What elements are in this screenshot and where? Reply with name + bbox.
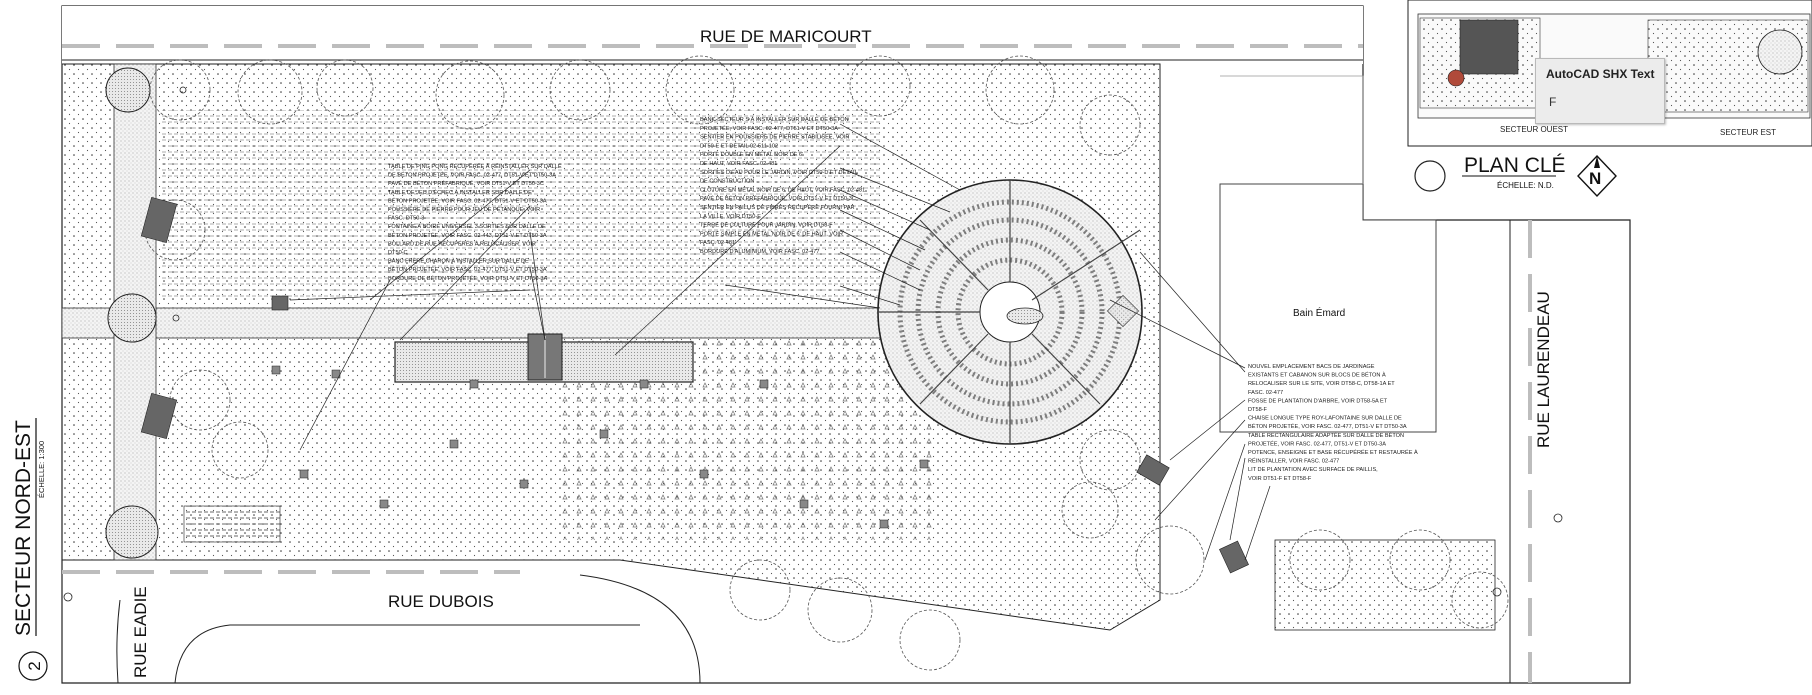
- annotation-line: BORDURE DE BÉTON PROJETÉE, VOIR DT51-V E…: [388, 275, 548, 282]
- annotation-line: PORTE SIMPLE EN MÉTAL NOIR DE 6' DE HAUT…: [700, 230, 843, 237]
- tooltip-value: F: [1549, 95, 1557, 109]
- annotation-line: SENTIER EN POUSSIÈRE DE PIERRE STABILISÉ…: [700, 134, 849, 141]
- annotation-line: NOUVEL EMPLACEMENT BACS DE JARDINAGE: [1248, 364, 1375, 370]
- annotation-line: DT50-C: [388, 250, 408, 256]
- annotation-line: BÉTON PROJETÉE, VOIR FASC. 02-477, DT51-…: [388, 197, 547, 204]
- annotation-line: LIT DE PLANTATION AVEC SURFACE DE PAILLI…: [1248, 467, 1378, 473]
- annotation-line: POUSSIÈRE DE PIERRE POUR JEU DE PÉTANQUE…: [388, 206, 540, 213]
- building-label: Bain Émard: [1293, 306, 1345, 319]
- annotation-line: FONTAINE À BOIRE UNIVERSEL 3 SORTIES SUR…: [388, 223, 546, 230]
- annotation-line: POTENCE, ENSEIGNE ET BASE RÉCUPÉRÉE ET R…: [1248, 449, 1418, 456]
- annotation-line: TABLE RECTANGULAIRE ADAPTÉE SUR DALLE DE…: [1248, 432, 1404, 439]
- annotation-line: CLÔTURE EN MÉTAL NOIR DE 6' DE HAUT, VOI…: [700, 186, 865, 193]
- annotation-line: FASC. DT50-3: [388, 216, 424, 222]
- annotation-line: CHAISE LONGUE TYPE ROY-LAFONTAINE SUR DA…: [1248, 416, 1402, 422]
- annotation-line: BÉTON PROJETÉE, VOIR FASC. 02-477, DT51-…: [1248, 423, 1407, 430]
- annotation-line: BANC SECTEUR S À INSTALLER SUR DALLE DE …: [700, 116, 849, 123]
- tooltip-title: AutoCAD SHX Text: [1546, 67, 1655, 81]
- north-arrow-letter: N: [1589, 169, 1601, 188]
- street-label-east: RUE LAURENDEAU: [1534, 291, 1553, 448]
- sector-title: SECTEUR NORD-EST: [12, 420, 35, 636]
- annotation-line: PROJETÉE, VOIR FASC. 02-477, DT51-V ET D…: [700, 125, 838, 132]
- street-label-south: RUE DUBOIS: [388, 592, 494, 611]
- annotation-line: FOSSE DE PLANTATION D'ARBRE, VOIR DT58-5…: [1248, 398, 1388, 404]
- annotations-right: NOUVEL EMPLACEMENT BACS DE JARDINAGE EXIS…: [1248, 364, 1418, 482]
- sector-number-circle: [18, 651, 48, 681]
- annotations-center: BANC SECTEUR S À INSTALLER SUR DALLE DE …: [700, 116, 865, 255]
- key-plan-title: PLAN CLÉ: [1464, 154, 1566, 177]
- annotation-line: TABLE DE PING PONG RÉCUPÉRÉE À RÉINSTALL…: [388, 163, 562, 170]
- street-label-west: RUE EADIE: [131, 586, 150, 678]
- key-plan-west-label: SECTEUR OUEST: [1500, 125, 1568, 134]
- annotations-left: TABLE DE PING PONG RÉCUPÉRÉE À RÉINSTALL…: [388, 163, 562, 282]
- annotation-line: PROJETÉE, VOIR FASC. 02-477, DT51-V ET D…: [1248, 440, 1386, 447]
- key-plan-scale: ÉCHELLE: N.D.: [1497, 181, 1554, 190]
- annotation-line: DE HAUT, VOIR FASC. 02-481: [700, 161, 777, 167]
- key-plan-east-label: SECTEUR EST: [1720, 128, 1776, 137]
- annotation-line: BÉTON PROJETÉE, VOIR FASC. 02-443, DT51-…: [388, 232, 547, 239]
- annotation-line: BANC FRÈRE CHARON À INSTALLER SUR DALLE …: [388, 258, 529, 265]
- annotation-line: VOIR DT51-F ET DT58-F: [1248, 476, 1312, 482]
- annotation-line: EXISTANTS ET CABANON SUR BLOCS DE BÉTON …: [1248, 372, 1386, 379]
- annotation-line: SENTIER EN PAILLIS DE FIBRES RÉCUPÉRÉ FO…: [700, 204, 855, 211]
- street-label-north: RUE DE MARICOURT: [700, 27, 872, 46]
- sector-number: 2: [25, 661, 44, 670]
- annotation-line: FASC. 02-477: [1248, 390, 1283, 396]
- annotation-line: DE CONSTRUCTION: [700, 179, 754, 185]
- annotation-line: PAVÉ DE BÉTON PRÉFABRIQUÉ, VOIR DT51-V E…: [700, 195, 856, 202]
- annotation-line: DT50-E ET DÉTAIL 02-511-102: [700, 142, 778, 149]
- annotation-line: BORDURE D'ALUMINIUM, VOIR FASC. 02-477: [700, 249, 820, 255]
- annotation-line: FASC. 02-481: [700, 240, 735, 246]
- sector-scale: ÉCHELLE: 1:300: [37, 441, 46, 498]
- annotation-line: DT58-F: [1248, 407, 1268, 413]
- annotation-line: RÉINSTALLER, VOIR FASC. 02-477: [1248, 458, 1339, 465]
- annotation-line: PAVÉ DE BÉTON PRÉFABRIQUÉ, VOIR DT51-V E…: [388, 180, 544, 187]
- annotation-line: DE BÉTON PROJETÉE, VOIR FASC. 02-477, DT…: [388, 172, 556, 179]
- annotation-line: TABLE DE JEU D'ÉCHEC À INSTALLER SUR DAL…: [388, 189, 532, 196]
- annotation-line: PORTE DOUBLE EN MÉTAL NOIR DE 6': [700, 151, 803, 158]
- autocad-text-tooltip: AutoCAD SHX Text F: [1535, 58, 1665, 124]
- annotation-line: BÉTON PROJETÉE, VOIR FASC. 02-477, DT51-…: [388, 266, 547, 273]
- maricourt-street: [62, 6, 1363, 64]
- annotation-line: RELOCALISER SUR LE SITE, VOIR DT58-C, DT…: [1248, 381, 1395, 387]
- east-west-path: [61, 307, 883, 339]
- key-plan-circle: [1414, 160, 1446, 192]
- annotation-line: BOLLARD DE RUE RÉCUPÉRÉS À RELOCALISER, …: [388, 240, 536, 247]
- north-arrow-icon: N: [1577, 154, 1617, 198]
- annotation-line: LA VILLE, VOIR DT50-E: [700, 214, 761, 220]
- annotation-line: TERRE DE CULTURE POUR JARDIN, VOIR DT58-…: [700, 223, 833, 229]
- community-garden: [877, 179, 1143, 445]
- annotation-line: SORTIES D'EAU POUR LE JARDIN, VOIR DT50-…: [700, 169, 858, 176]
